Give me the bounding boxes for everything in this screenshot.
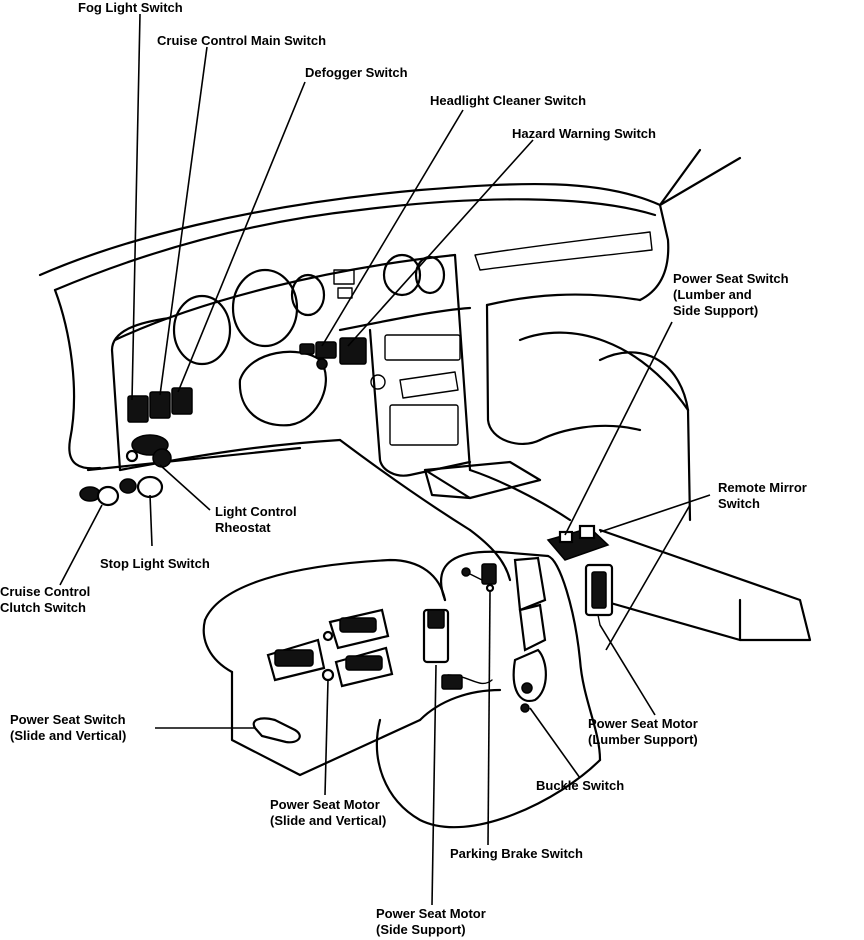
pedal-switches — [79, 475, 164, 507]
fog-light-switch-label: Fog Light Switch — [78, 0, 183, 15]
left-switch-cluster — [125, 387, 193, 468]
dashboard-outline — [38, 148, 742, 582]
power-seat-motor-side-label: Power Seat Motor (Side Support) — [376, 906, 486, 937]
light-control-rheostat-label: Light Control Rheostat — [215, 504, 297, 535]
cruise-control-main-switch-label: Cruise Control Main Switch — [157, 33, 327, 48]
lumbar-motor — [584, 563, 614, 626]
parking-brake-sensor — [461, 563, 497, 593]
power-seat-switch-lumbar-label: Power Seat Switch (Lumber and Side Suppo… — [673, 271, 789, 318]
stop-light-switch-label: Stop Light Switch — [100, 556, 210, 571]
headlight-cleaner-switch-label: Headlight Cleaner Switch — [430, 93, 587, 108]
remote-mirror-switch-label: Remote Mirror Switch — [718, 480, 807, 511]
parking-brake-switch-label: Parking Brake Switch — [450, 846, 583, 861]
slide-vertical-motors — [266, 608, 394, 688]
leader-lines — [59, 13, 711, 906]
hazard-warning-switch-label: Hazard Warning Switch — [512, 126, 656, 141]
power-seat-motor-lumbar-label: Power Seat Motor (Lumber Support) — [588, 716, 698, 747]
cruise-control-clutch-switch-label: Cruise Control Clutch Switch — [0, 584, 91, 615]
defogger-switch-label: Defogger Switch — [305, 65, 408, 80]
side-support-motor — [422, 608, 493, 690]
center-switch-cluster — [299, 337, 367, 370]
buckle-switch-label: Buckle Switch — [536, 778, 625, 793]
seat-belt-buckle — [512, 556, 547, 713]
power-seat-switch-slide-label: Power Seat Switch (Slide and Vertical) — [10, 712, 127, 743]
console-switch-block — [546, 524, 610, 561]
power-seat-motor-slide-label: Power Seat Motor (Slide and Vertical) — [270, 797, 387, 828]
seat-outline — [202, 331, 812, 829]
slide-seat-switch — [252, 717, 301, 744]
